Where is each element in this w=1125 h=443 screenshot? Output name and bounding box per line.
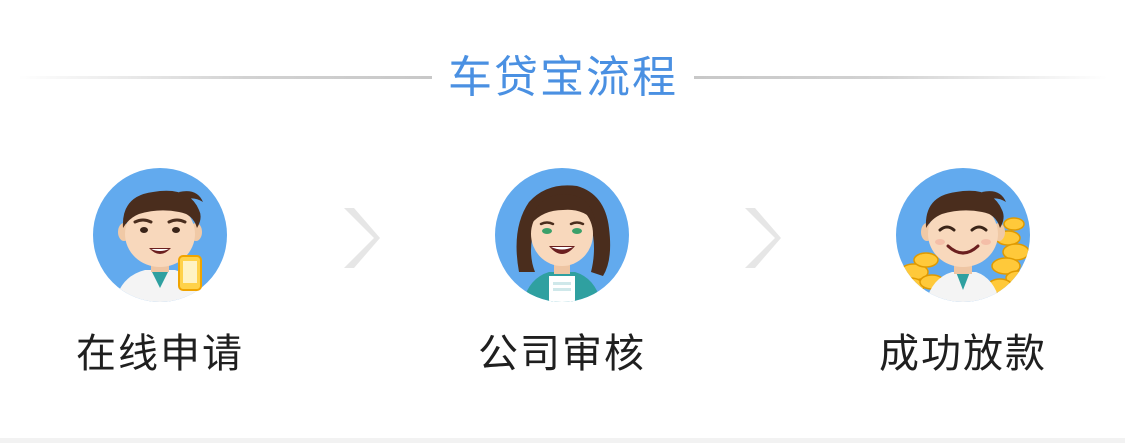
- happy-man-with-gold-coins-avatar-icon: [896, 168, 1030, 302]
- man-with-phone-avatar-icon: [93, 168, 227, 302]
- chevron-right-icon: [745, 208, 781, 268]
- header-divider-left: [18, 76, 432, 79]
- step-label: 公司审核: [478, 331, 646, 377]
- step-company-review: 公司审核: [452, 168, 672, 380]
- step-online-apply: 在线申请: [50, 168, 270, 380]
- header-divider-right: [694, 76, 1108, 79]
- step-label: 在线申请: [76, 331, 244, 377]
- process-header: 车贷宝流程: [0, 44, 1125, 110]
- bottom-divider: [0, 438, 1125, 443]
- section-title: 车贷宝流程: [448, 52, 678, 103]
- woman-with-document-avatar-icon: [495, 168, 629, 302]
- step-loan-disbursed: 成功放款: [853, 168, 1073, 380]
- step-label: 成功放款: [879, 331, 1047, 377]
- chevron-right-icon: [344, 208, 380, 268]
